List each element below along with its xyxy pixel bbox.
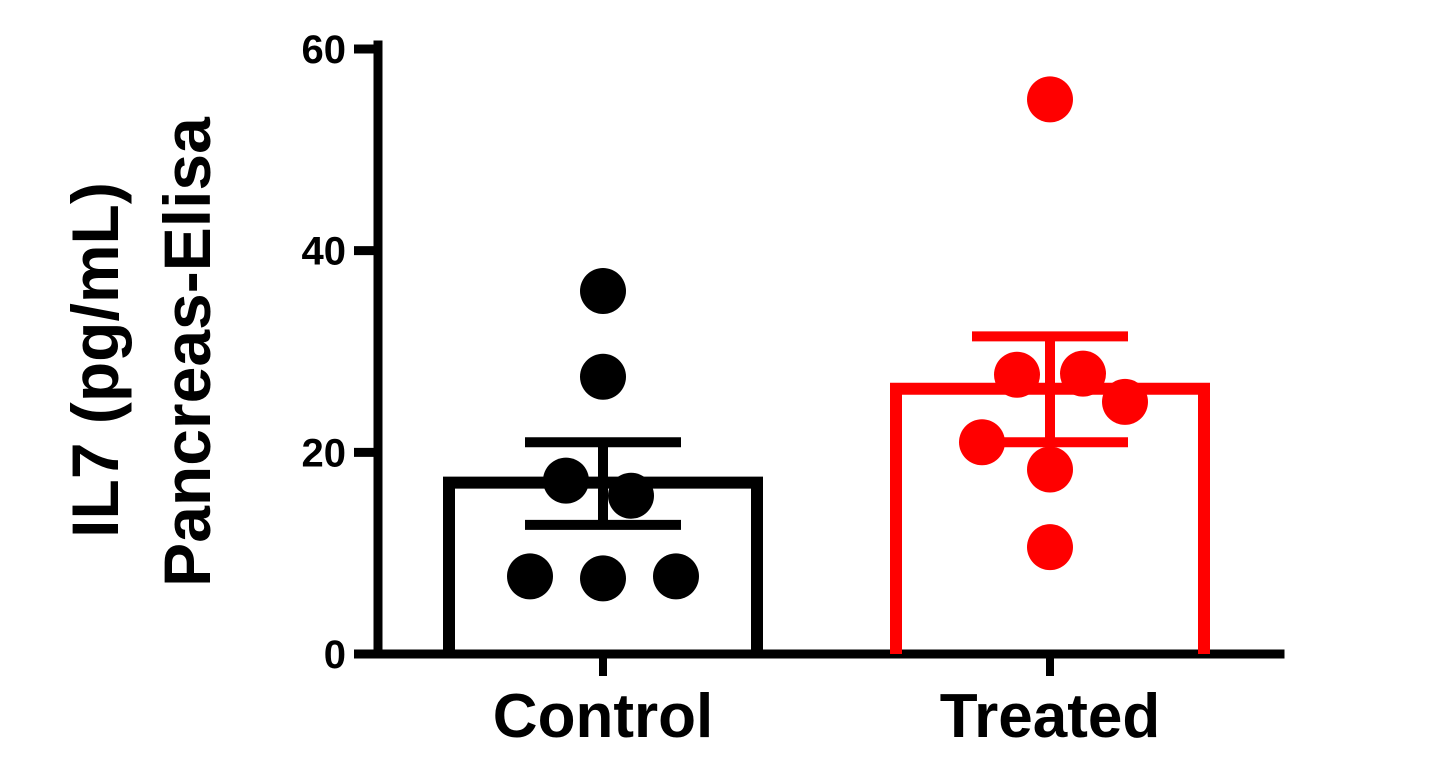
y-tick-label: 0 [324,633,346,677]
x-tick-label-treated: Treated [940,682,1161,751]
data-point-control [543,457,589,504]
data-point-treated [1027,524,1073,571]
y-tick-label: 20 [302,431,347,475]
y-tick-label: 60 [302,28,347,72]
data-point-control [580,555,626,602]
y-axis-label-line2: Pancreas-Elisa [150,116,224,587]
data-point-control [608,472,654,519]
data-point-treated [959,419,1005,466]
data-point-control [653,553,699,600]
data-point-treated [994,351,1040,398]
data-point-control [580,268,626,314]
data-point-treated [1102,378,1148,425]
data-point-control [580,353,626,400]
x-tick-label-control: Control [493,682,713,751]
data-point-treated [1027,76,1073,123]
y-tick-label: 40 [302,230,347,274]
data-point-treated [1027,446,1073,493]
data-point-control [507,553,553,600]
y-axis-label-line1: IL7 (pg/mL) [58,182,132,538]
data-point-treated [1060,350,1106,397]
